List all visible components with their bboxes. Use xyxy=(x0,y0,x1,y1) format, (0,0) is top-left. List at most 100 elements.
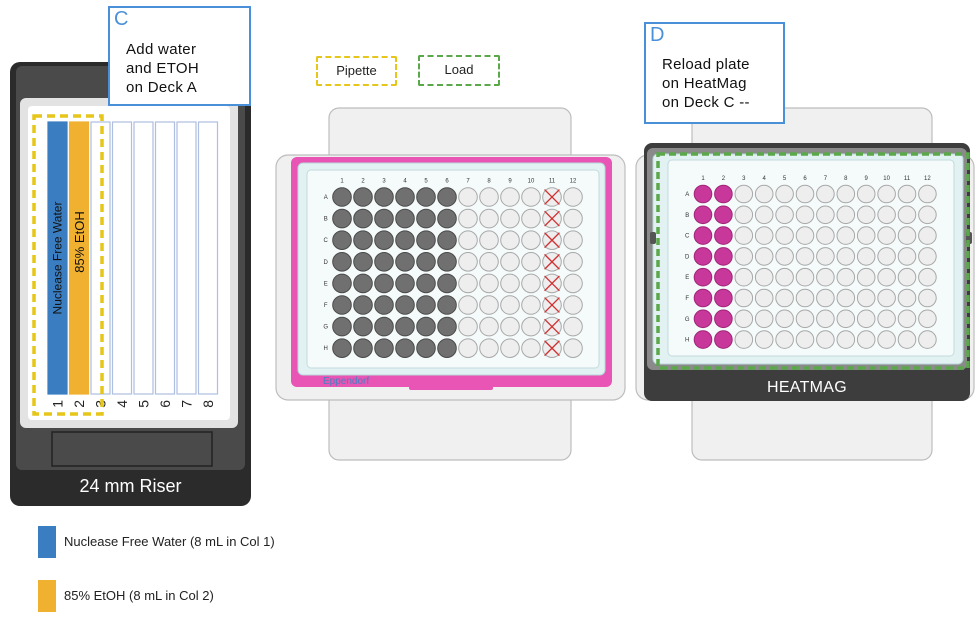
well-H11 xyxy=(897,330,917,349)
etoh-swatch xyxy=(38,580,56,612)
well-C6 xyxy=(795,226,815,245)
water-key-label: Nuclease Free Water (8 mL in Col 1) xyxy=(64,534,275,549)
plate-col-label: 12 xyxy=(924,176,931,182)
plate-col-label: 10 xyxy=(528,179,535,185)
cross-mark xyxy=(544,318,560,335)
plate-row-label: E xyxy=(685,275,689,281)
reservoir-column-8 xyxy=(197,121,219,395)
riser-label: 24 mm Riser xyxy=(79,476,182,496)
well-E8 xyxy=(836,267,856,287)
well-G7 xyxy=(816,309,835,329)
well-E3 xyxy=(734,267,754,287)
well-F7 xyxy=(458,295,478,315)
well-F3 xyxy=(374,295,394,315)
well-E7 xyxy=(816,267,835,287)
well-D8 xyxy=(479,251,499,272)
well-D12 xyxy=(563,251,583,272)
plate-row-label: B xyxy=(685,213,689,219)
plate-col-label: 2 xyxy=(722,176,726,182)
well-A11 xyxy=(897,184,917,204)
plate-col-label: 8 xyxy=(844,176,848,182)
plate-row-label: G xyxy=(685,317,690,323)
well-B3 xyxy=(374,208,394,229)
well-F10 xyxy=(521,295,541,315)
well-A1 xyxy=(693,184,713,204)
well-G6 xyxy=(437,316,457,337)
well-E4 xyxy=(754,267,774,287)
plate-row-label: H xyxy=(324,346,328,352)
well-C8 xyxy=(479,230,499,250)
plate-row-label: H xyxy=(685,338,689,344)
plate-col-label: 10 xyxy=(883,176,890,182)
well-E1 xyxy=(332,273,352,294)
well-C3 xyxy=(734,226,754,245)
well-B4 xyxy=(395,208,415,229)
well-G2 xyxy=(353,316,373,337)
well-A4 xyxy=(395,187,415,207)
col2-label: 85% EtOH xyxy=(72,211,87,272)
cross-mark xyxy=(544,340,560,357)
module-pin xyxy=(650,232,656,244)
well-B8 xyxy=(479,208,499,229)
well-B2 xyxy=(714,205,733,225)
well-A1 xyxy=(332,187,352,207)
well-A5 xyxy=(416,187,436,207)
callout-c: C Add water and ETOH on Deck A xyxy=(108,6,251,106)
well-G6 xyxy=(795,309,815,329)
plate-row-label: E xyxy=(324,281,328,287)
well-A8 xyxy=(836,184,856,204)
reservoir-column-number: 4 xyxy=(114,400,130,408)
plate-col-label: 8 xyxy=(487,179,491,185)
well-E4 xyxy=(395,273,415,294)
reservoir-column-number: 7 xyxy=(179,400,195,408)
well-G3 xyxy=(734,309,754,329)
well-F9 xyxy=(856,288,876,308)
well-H2 xyxy=(353,338,373,359)
well-F3 xyxy=(734,288,754,308)
well-G10 xyxy=(877,309,896,329)
callout-d-letter: D xyxy=(650,24,665,46)
col1-label: Nuclease Free Water xyxy=(51,202,65,315)
plate-col-label: 5 xyxy=(424,179,428,185)
well-G12 xyxy=(918,309,937,329)
reservoir-column-number: 2 xyxy=(71,400,87,408)
well-B7 xyxy=(458,208,478,229)
plate-col-label: 12 xyxy=(570,179,577,185)
well-C1 xyxy=(332,230,352,250)
well-D9 xyxy=(856,247,876,266)
well-G12 xyxy=(563,316,583,337)
well-A7 xyxy=(458,187,478,207)
well-G1 xyxy=(693,309,713,329)
plate-row-label: A xyxy=(324,195,328,201)
well-G7 xyxy=(458,316,478,337)
well-G4 xyxy=(395,316,415,337)
well-A12 xyxy=(918,184,937,204)
cross-mark xyxy=(544,253,560,270)
well-E11 xyxy=(897,267,917,287)
well-H8 xyxy=(836,330,856,349)
well-D1 xyxy=(693,247,713,266)
well-A9 xyxy=(856,184,876,204)
plate-col-label: 6 xyxy=(445,179,449,185)
plate-col-label: 11 xyxy=(904,176,911,182)
plate-brand: Eppendorf xyxy=(323,376,370,387)
well-C11 xyxy=(897,226,917,245)
well-D7 xyxy=(816,247,835,266)
well-D6 xyxy=(437,251,457,272)
plate-col-label: 1 xyxy=(340,179,344,185)
well-B7 xyxy=(816,205,835,225)
plate-col-label: 9 xyxy=(865,176,869,182)
well-G8 xyxy=(836,309,856,329)
plate-col-label: 7 xyxy=(824,176,828,182)
well-H4 xyxy=(395,338,415,359)
callout-d-text: Reload plate on HeatMag on Deck C -- xyxy=(662,56,750,111)
well-B12 xyxy=(918,205,937,225)
reservoir-column-number: 8 xyxy=(200,400,216,408)
well-A2 xyxy=(714,184,733,204)
well-B5 xyxy=(775,205,794,225)
well-F5 xyxy=(416,295,436,315)
water-swatch xyxy=(38,526,56,558)
well-D12 xyxy=(918,247,937,266)
